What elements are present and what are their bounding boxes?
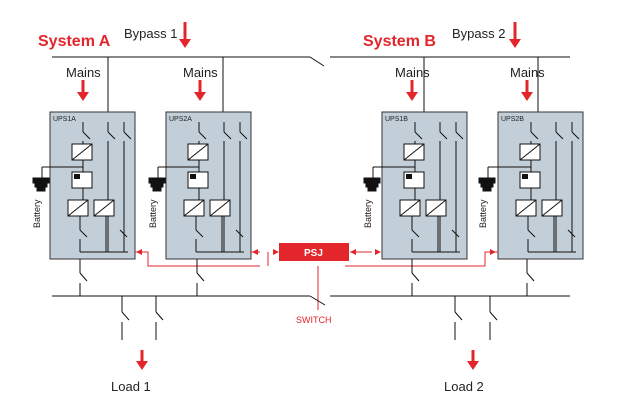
mains-label-2a: Mains xyxy=(183,65,218,80)
top-bus xyxy=(52,56,570,67)
mains-label-2b: Mains xyxy=(510,65,545,80)
down-arrow-icon xyxy=(77,92,89,101)
bypass-2-label: Bypass 2 xyxy=(452,26,505,41)
ups-unit-1a xyxy=(49,111,136,260)
down-arrow-icon xyxy=(136,361,148,370)
ups-label-2a: UPS2A xyxy=(169,116,192,123)
ups-label-1b: UPS1B xyxy=(385,116,408,123)
load-2-label: Load 2 xyxy=(444,379,484,394)
battery-label-2b: Battery xyxy=(478,199,488,228)
switch-label: SWITCH xyxy=(296,315,332,325)
bypass-drops xyxy=(107,57,539,122)
down-arrow-icon xyxy=(179,39,191,48)
psj-link-arrows xyxy=(136,249,496,255)
top-bus-tie-switch xyxy=(309,56,325,67)
battery-icon xyxy=(32,167,50,192)
bypass-1-label: Bypass 1 xyxy=(124,26,177,41)
battery-label-2a: Battery xyxy=(148,199,158,228)
ups-unit-1b xyxy=(381,111,468,260)
psj-label: PSJ xyxy=(304,248,323,259)
battery-icon xyxy=(148,167,166,192)
down-arrow-icon xyxy=(406,92,418,101)
bypass-2-arrow xyxy=(509,22,521,48)
down-arrow-icon xyxy=(194,92,206,101)
bottom-bus xyxy=(52,295,570,306)
ups-unit-2a xyxy=(165,111,252,260)
mains-arrows xyxy=(77,80,533,101)
battery-label-1a: Battery xyxy=(32,199,42,228)
system-a-label: System A xyxy=(38,33,111,50)
battery-icon xyxy=(478,167,496,192)
down-arrow-icon xyxy=(521,92,533,101)
system-b-label: System B xyxy=(363,33,436,50)
bypass-1-arrow xyxy=(179,22,191,48)
battery-icon xyxy=(363,167,381,192)
output-drops xyxy=(79,259,535,296)
load-feeders xyxy=(121,296,498,340)
load-arrows xyxy=(136,350,479,370)
battery-label-1b: Battery xyxy=(363,199,373,228)
down-arrow-icon xyxy=(467,361,479,370)
batteries xyxy=(32,166,508,192)
ups-unit-2b xyxy=(497,111,584,260)
load-1-label: Load 1 xyxy=(111,379,151,394)
down-arrow-icon xyxy=(509,39,521,48)
mains-label-1a: Mains xyxy=(66,65,101,80)
ups-label-1a: UPS1A xyxy=(53,116,76,123)
mains-label-1b: Mains xyxy=(395,65,430,80)
ups-label-2b: UPS2B xyxy=(501,116,524,123)
psj-box xyxy=(279,243,349,261)
